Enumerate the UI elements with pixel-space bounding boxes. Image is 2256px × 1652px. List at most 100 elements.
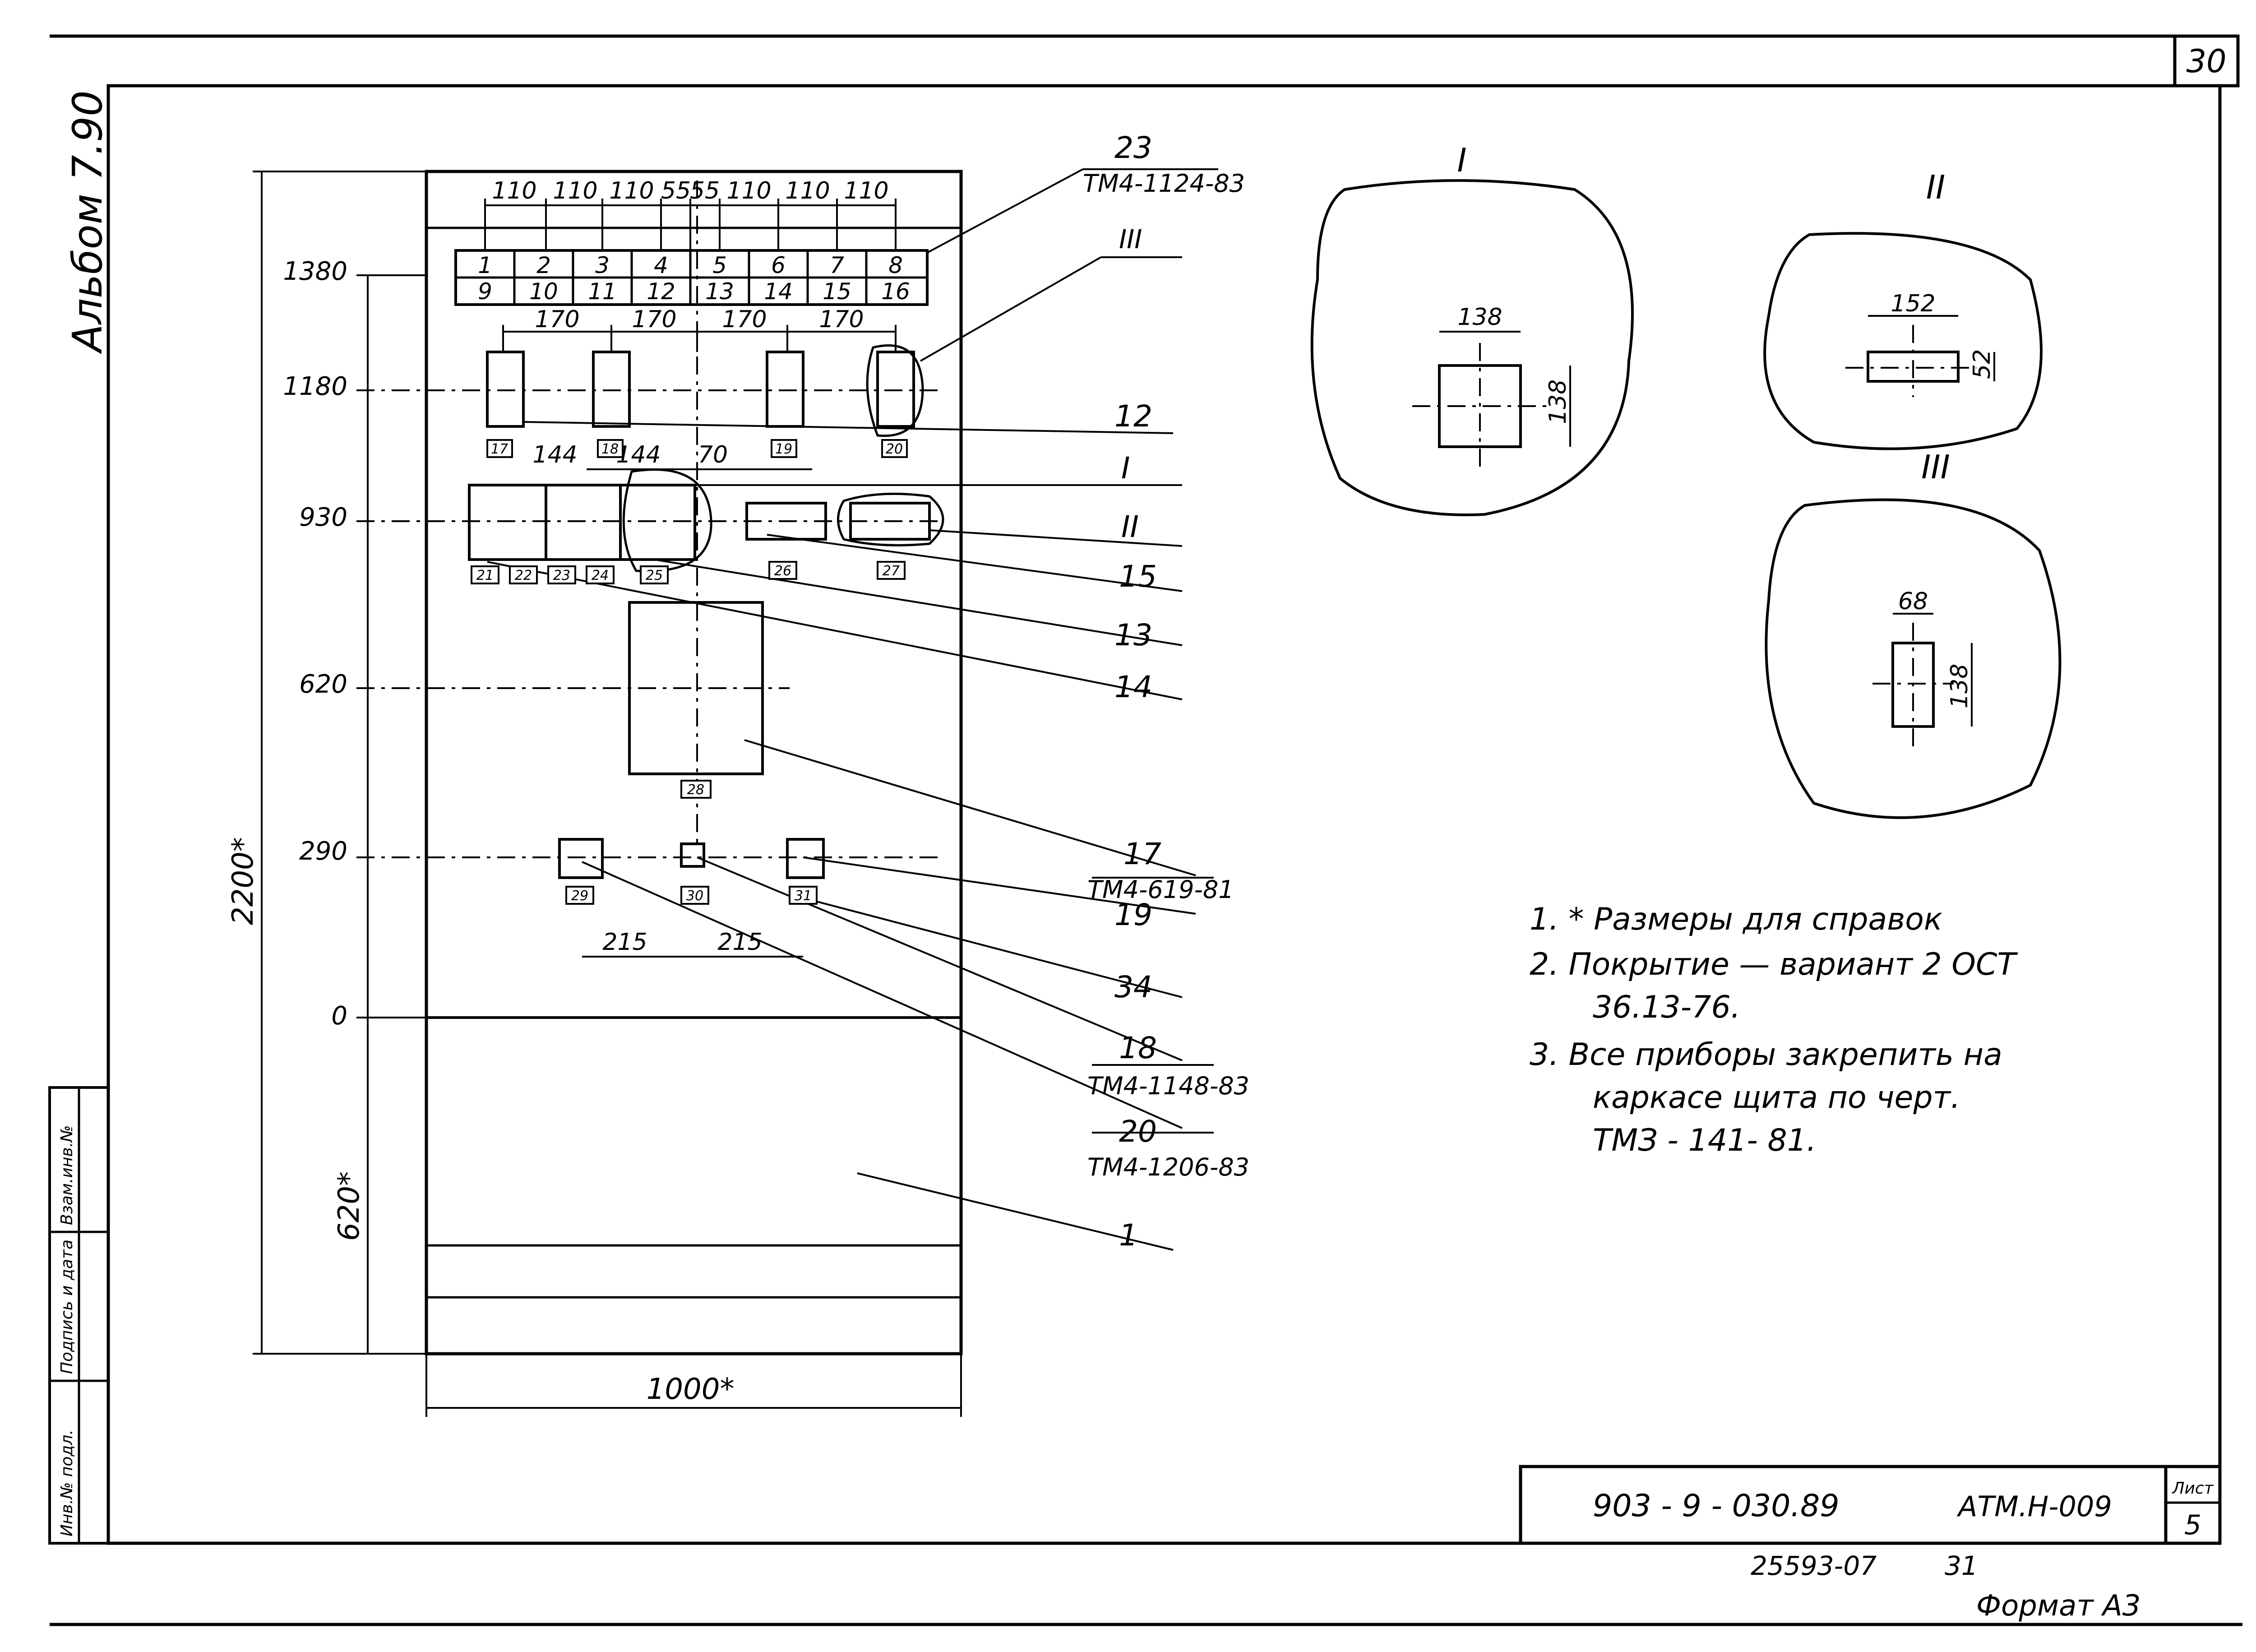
level-0: 0 — [331, 1001, 347, 1031]
dim-top-5: 55 — [690, 177, 720, 204]
detail-II-width: 152 — [1891, 290, 1935, 317]
terminal-13: 13 — [705, 278, 734, 305]
level-930: 930 — [299, 503, 347, 532]
detail-I-title: I — [1457, 141, 1466, 179]
terminal-2: 2 — [536, 252, 551, 278]
terminal-3: 3 — [595, 252, 610, 278]
callout-34: 34 — [1114, 970, 1152, 1004]
tag-25: 25 — [646, 568, 663, 583]
sheet-corner-number: 30 — [2186, 43, 2226, 80]
title-block — [1519, 1465, 2222, 1545]
tag-27: 27 — [883, 563, 900, 579]
tag-18: 18 — [601, 441, 619, 457]
terminal-10: 10 — [529, 278, 558, 305]
dim-bottom-2: 215 — [717, 929, 762, 956]
dim-row-1: 170 — [535, 306, 579, 333]
dim-height-total: 2200* — [227, 837, 260, 925]
terminal-12: 12 — [647, 278, 675, 305]
tag-24: 24 — [592, 568, 609, 583]
detail-II-title: II — [1926, 168, 1945, 206]
title-code: 903 - 9 - 030.89 — [1593, 1488, 1840, 1524]
callout-20-ref: ТМ4-1206-83 — [1087, 1153, 1249, 1181]
stamp-sign: Подпись и дата — [58, 1240, 76, 1374]
dim-width-total: 1000* — [647, 1373, 735, 1406]
dim-top-2: 110 — [553, 177, 597, 204]
dim-top-3: 110 — [609, 177, 654, 204]
tag-23: 23 — [553, 568, 570, 583]
callout-19: 19 — [1114, 898, 1152, 932]
dim-top-6: 110 — [726, 177, 771, 204]
album-label: Альбом 7.90 — [64, 90, 111, 354]
stamp-inv: Инв.№ подл. — [58, 1430, 76, 1536]
tag-21: 21 — [476, 568, 494, 583]
level-1380: 1380 — [283, 257, 347, 286]
note-3-ref: ТМЗ - 141- 81. — [1593, 1123, 1817, 1158]
callout-III: III — [1119, 224, 1142, 255]
terminal-8: 8 — [888, 252, 903, 278]
detail-I-width: 138 — [1457, 304, 1502, 331]
sheet-corner-box — [2173, 34, 2240, 88]
terminal-9: 9 — [478, 278, 492, 305]
detail-I-height: 138 — [1544, 379, 1572, 424]
note-1: 1. * Размеры для справок — [1530, 902, 1942, 937]
terminal-1: 1 — [478, 252, 492, 278]
tag-19: 19 — [775, 441, 792, 457]
terminal-14: 14 — [764, 278, 793, 305]
callout-1: 1 — [1119, 1218, 1138, 1253]
callout-23: 23 — [1114, 130, 1152, 165]
title-sheet-no: 5 — [2184, 1509, 2201, 1541]
callout-I: I — [1121, 451, 1130, 486]
detail-II-height: 52 — [1969, 349, 1996, 379]
level-1180: 1180 — [283, 372, 347, 401]
tag-22: 22 — [515, 568, 532, 583]
callout-20: 20 — [1119, 1114, 1157, 1149]
stamp-replace: Взам.инв.№ — [58, 1125, 76, 1225]
detail-II-outline — [1763, 232, 2043, 450]
leader-lines — [487, 168, 1218, 1251]
footer-copy: 31 — [1945, 1550, 1978, 1581]
callout-12: 12 — [1114, 399, 1152, 434]
footer-number: 25593-07 — [1751, 1550, 1877, 1581]
callout-13: 13 — [1114, 618, 1152, 652]
dim-mid-1: 144 — [532, 441, 577, 468]
detail-III-width: 68 — [1898, 588, 1928, 615]
callout-17-ref: ТМ4-619-81 — [1087, 875, 1234, 904]
terminal-7: 7 — [830, 252, 844, 278]
format-label: Формат А3 — [1976, 1589, 2141, 1623]
detail-views — [1310, 179, 2062, 819]
tag-29: 29 — [571, 888, 588, 904]
terminal-15: 15 — [823, 278, 851, 305]
tag-17: 17 — [491, 441, 508, 457]
terminal-5: 5 — [712, 252, 727, 278]
callout-II: II — [1121, 509, 1139, 544]
callout-15: 15 — [1119, 559, 1157, 594]
drawing-frame — [106, 84, 2222, 1545]
dim-top-4: 55 — [661, 177, 691, 204]
panel-front-view — [253, 170, 963, 1417]
detail-I-outline — [1310, 179, 1634, 516]
tag-31: 31 — [795, 888, 812, 904]
detail-III-outline — [1765, 498, 2062, 819]
note-2: 2. Покрытие — вариант 2 ОСТ — [1530, 947, 2018, 982]
dim-row-2: 170 — [632, 306, 676, 333]
dim-top-1: 110 — [492, 177, 536, 204]
title-sheet-label: Лист — [2171, 1479, 2214, 1498]
dim-top-8: 110 — [844, 177, 888, 204]
callout-17: 17 — [1123, 837, 1161, 871]
tag-26: 26 — [774, 563, 791, 579]
tag-30: 30 — [686, 888, 703, 904]
note-3: 3. Все приборы закрепить на — [1530, 1037, 2002, 1073]
tag-20: 20 — [886, 441, 903, 457]
terminal-6: 6 — [771, 252, 786, 278]
dim-row-3: 170 — [722, 306, 767, 333]
callout-23-ref: ТМ4-1124-83 — [1083, 169, 1245, 198]
detail-III-height: 138 — [1946, 664, 1973, 708]
tag-28: 28 — [687, 782, 704, 798]
level-290: 290 — [299, 837, 347, 866]
dim-bottom-1: 215 — [602, 929, 647, 956]
dim-height-base: 620* — [333, 1171, 366, 1241]
terminal-16: 16 — [881, 278, 910, 305]
title-doc: АТМ.Н-009 — [1956, 1490, 2112, 1523]
note-2-cont: 36.13-76. — [1593, 990, 1740, 1025]
